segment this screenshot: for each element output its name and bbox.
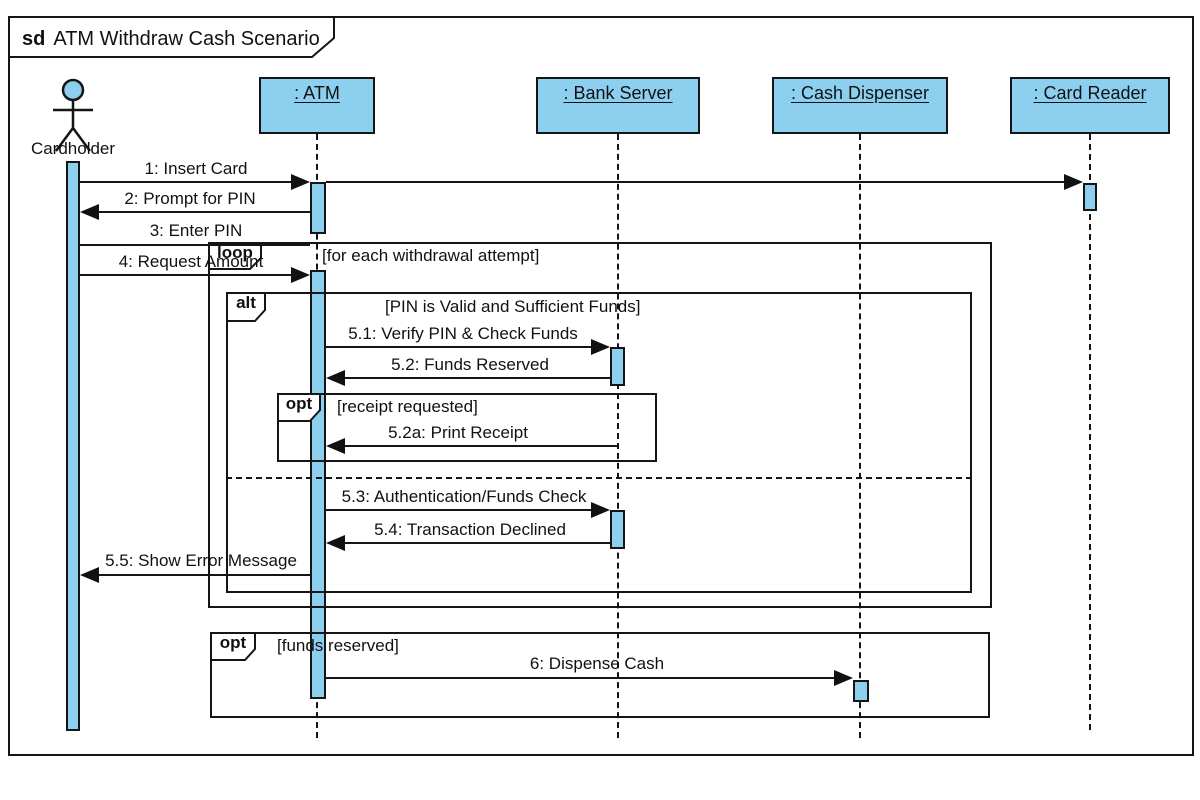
message-label-request-amount: 4: Request Amount bbox=[118, 252, 264, 271]
message-label-insert-card: 1: Insert Card bbox=[144, 159, 248, 178]
title-pentagon bbox=[8, 16, 335, 58]
message-line-insert-card bbox=[80, 181, 292, 183]
activation-bank-2 bbox=[610, 510, 625, 549]
activation-bank-1 bbox=[610, 347, 625, 386]
message-line-auth-check bbox=[326, 509, 592, 511]
lifeline-head-card-reader: : Card Reader bbox=[1010, 77, 1170, 134]
alt-separator bbox=[226, 477, 972, 479]
activation-atm-2 bbox=[310, 270, 326, 699]
activation-cash-dispenser bbox=[853, 680, 869, 702]
lifeline-head-atm: : ATM bbox=[259, 77, 375, 134]
arrowhead-dispense-cash bbox=[834, 670, 853, 686]
lifeline-head-bank-server: : Bank Server bbox=[536, 77, 700, 134]
arrowhead-request-amount bbox=[291, 267, 310, 283]
lifeline-head-bank-server-label: : Bank Server bbox=[563, 83, 673, 103]
activation-card-reader bbox=[1083, 183, 1097, 211]
message-label-verify-pin: 5.1: Verify PIN & Check Funds bbox=[348, 324, 578, 343]
arrowhead-auth-check bbox=[591, 502, 610, 518]
message-label-dispense-cash: 6: Dispense Cash bbox=[529, 654, 665, 673]
lifeline-card-reader bbox=[1089, 134, 1091, 730]
arrowhead-funds-reserved bbox=[326, 370, 345, 386]
actor-label: Cardholder bbox=[30, 139, 116, 158]
arrowhead-prompt-pin bbox=[80, 204, 99, 220]
lifeline-head-cash-dispenser: : Cash Dispenser bbox=[772, 77, 948, 134]
activation-cardholder bbox=[66, 161, 80, 731]
message-line-dispense-cash bbox=[326, 677, 835, 679]
lifeline-head-atm-label: : ATM bbox=[294, 83, 340, 103]
message-label-show-error: 5.5: Show Error Message bbox=[105, 551, 297, 570]
arrowhead-print-receipt bbox=[326, 438, 345, 454]
lifeline-cash-dispenser bbox=[859, 134, 861, 738]
message-label-funds-reserved: 5.2: Funds Reserved bbox=[391, 355, 549, 374]
message-label-auth-check: 5.3: Authentication/Funds Check bbox=[341, 487, 587, 506]
message-label-enter-pin: 3: Enter PIN bbox=[149, 221, 243, 240]
message-line-funds-reserved bbox=[344, 377, 610, 379]
message-label-transaction-declined: 5.4: Transaction Declined bbox=[374, 520, 566, 539]
message-line-enter-pin bbox=[80, 244, 310, 246]
lifeline-head-card-reader-label: : Card Reader bbox=[1033, 83, 1147, 103]
message-line-prompt-pin bbox=[98, 211, 310, 213]
message-label-prompt-pin: 2: Prompt for PIN bbox=[124, 189, 256, 208]
lifeline-head-cash-dispenser-label: : Cash Dispenser bbox=[790, 83, 930, 103]
arrowhead-show-error bbox=[80, 567, 99, 583]
arrowhead-transaction-declined bbox=[326, 535, 345, 551]
lifeline-bank-server bbox=[617, 134, 619, 738]
message-line-show-error bbox=[98, 574, 310, 576]
arrowhead-insert-card-reader bbox=[1064, 174, 1083, 190]
activation-atm-1 bbox=[310, 182, 326, 234]
frame-loop-guard: [for each withdrawal attempt] bbox=[322, 246, 540, 265]
message-line-transaction-declined bbox=[344, 542, 610, 544]
frame-opt-dispense-guard: [funds reserved] bbox=[277, 636, 399, 655]
arrowhead-verify-pin bbox=[591, 339, 610, 355]
message-label-print-receipt: 5.2a: Print Receipt bbox=[388, 423, 528, 442]
diagram-title: sd ATM Withdraw Cash Scenario bbox=[22, 24, 320, 54]
message-line-insert-card-forward bbox=[326, 181, 1065, 183]
title-label: ATM Withdraw Cash Scenario bbox=[53, 28, 320, 50]
arrowhead-insert-card-atm bbox=[291, 174, 310, 190]
message-line-request-amount bbox=[80, 274, 292, 276]
diagram-frame bbox=[8, 16, 1194, 756]
frame-opt-receipt-guard: [receipt requested] bbox=[337, 397, 478, 416]
title-keyword: sd bbox=[22, 28, 46, 50]
message-line-print-receipt bbox=[344, 445, 617, 447]
cardholder-actor-icon bbox=[53, 78, 93, 152]
message-line-verify-pin bbox=[326, 346, 592, 348]
frame-alt-guard: [PIN is Valid and Sufficient Funds] bbox=[385, 297, 641, 316]
